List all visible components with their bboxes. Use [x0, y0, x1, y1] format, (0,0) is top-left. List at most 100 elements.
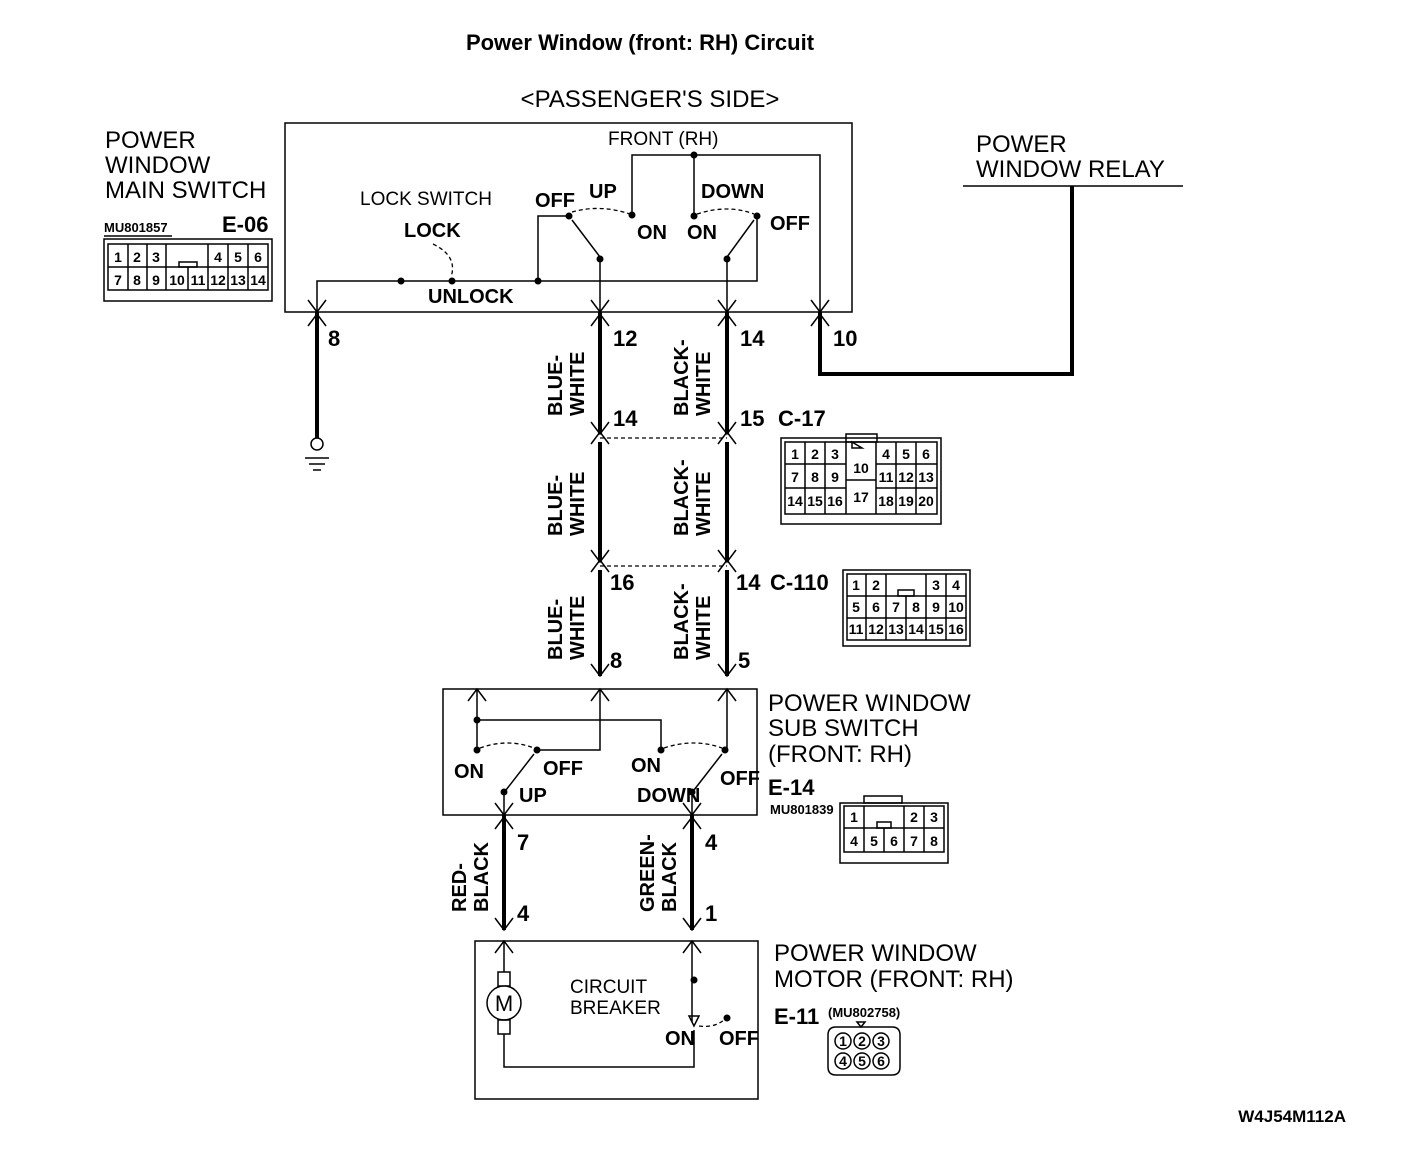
down-switch-blade — [726, 219, 755, 258]
sub-switch-name-3: (FRONT: RH) — [768, 741, 912, 768]
svg-text:6: 6 — [872, 599, 880, 615]
harness-main-to-c17 — [590, 312, 737, 436]
side-label: <PASSENGER'S SIDE> — [521, 86, 780, 113]
svg-text:9: 9 — [152, 272, 160, 288]
ground-terminal-icon — [310, 437, 324, 451]
pin-14-c17: 14 — [613, 406, 638, 431]
pin-1-motor: 1 — [705, 901, 717, 926]
svg-text:3: 3 — [831, 446, 839, 462]
svg-text:8: 8 — [930, 833, 938, 849]
connector-e14: 1 2 3 4 5 6 7 8 — [839, 795, 949, 864]
motor-name-2: MOTOR (FRONT: RH) — [774, 966, 1014, 993]
sub-switch-connector-id: E-14 — [768, 775, 815, 800]
svg-text:10: 10 — [169, 272, 185, 288]
junction-c110 — [590, 558, 737, 573]
svg-text:8: 8 — [133, 272, 141, 288]
svg-text:5: 5 — [852, 599, 860, 615]
svg-text:1: 1 — [791, 446, 799, 462]
svg-text:5: 5 — [902, 446, 910, 462]
svg-text:6: 6 — [877, 1053, 885, 1069]
up-off-label: OFF — [535, 190, 575, 212]
sub-up-on-label: ON — [454, 761, 484, 783]
svg-text:2: 2 — [858, 1033, 866, 1049]
wire-color-blue-white-1a: BLUE- — [545, 355, 567, 416]
diagram-title: Power Window (front: RH) Circuit — [466, 30, 815, 55]
svg-text:15: 15 — [928, 621, 944, 637]
up-label: UP — [589, 181, 617, 203]
pin-8-sub: 8 — [610, 648, 622, 673]
svg-text:5: 5 — [234, 249, 242, 265]
pin-8-main: 8 — [328, 326, 340, 351]
pin-4-sub: 4 — [705, 830, 718, 855]
pin-10-main: 10 — [833, 326, 857, 351]
main-switch-name-2: WINDOW — [105, 152, 211, 179]
motor-name-1: POWER WINDOW — [774, 940, 977, 967]
up-on-label: ON — [637, 222, 667, 244]
lock-label: LOCK — [404, 220, 461, 242]
wire-color-blue-white-1b: WHITE — [567, 352, 589, 416]
svg-text:3: 3 — [932, 577, 940, 593]
relay-name-2: WINDOW RELAY — [976, 156, 1165, 183]
sub-switch-name-2: SUB SWITCH — [768, 715, 919, 742]
svg-text:9: 9 — [932, 599, 940, 615]
breaker-label-1: CIRCUIT — [570, 977, 647, 998]
svg-text:3: 3 — [877, 1033, 885, 1049]
svg-text:11: 11 — [879, 469, 894, 485]
svg-text:8: 8 — [912, 599, 920, 615]
power-window-motor: M CIRCUIT BREAKER ON OFF — [474, 939, 759, 1100]
svg-text:13: 13 — [918, 469, 934, 485]
wire-color-black-white-2b: WHITE — [693, 472, 715, 536]
svg-text:5: 5 — [870, 833, 878, 849]
wire-color-black-white-3b: WHITE — [693, 596, 715, 660]
svg-text:3: 3 — [152, 249, 160, 265]
wire-color-black-white-2a: BLACK- — [671, 459, 693, 536]
svg-text:4: 4 — [214, 249, 222, 265]
harness-c17-to-c110 — [590, 442, 737, 564]
svg-text:19: 19 — [898, 493, 914, 509]
pin-4-motor: 4 — [517, 901, 530, 926]
wire-color-blue-white-2a: BLUE- — [545, 475, 567, 536]
svg-text:1: 1 — [839, 1033, 847, 1049]
down-on-label: ON — [687, 222, 717, 244]
sub-switch: ON OFF UP ON OFF DOWN — [442, 687, 760, 817]
svg-text:8: 8 — [811, 469, 819, 485]
svg-text:5: 5 — [858, 1053, 866, 1069]
sub-switch-part-no: MU801839 — [770, 802, 834, 817]
svg-text:14: 14 — [908, 621, 924, 637]
sub-down-label: DOWN — [637, 785, 700, 807]
wire-color-green-black-b: BLACK — [659, 841, 681, 912]
pin-7-sub: 7 — [517, 830, 529, 855]
svg-text:7: 7 — [114, 272, 122, 288]
lock-switch-actuator — [432, 243, 454, 278]
pin-16-c110: 16 — [610, 570, 634, 595]
harness-sub-to-motor — [494, 815, 702, 932]
svg-text:2: 2 — [910, 809, 918, 825]
wire-color-black-white-3a: BLACK- — [671, 583, 693, 660]
front-rh-label: FRONT (RH) — [608, 129, 718, 150]
connector-e06: 1 2 3 4 5 6 7 8 9 10 11 12 13 14 — [103, 238, 273, 302]
svg-text:6: 6 — [254, 249, 262, 265]
svg-text:14: 14 — [250, 272, 266, 288]
sub-up-label: UP — [519, 785, 547, 807]
svg-text:4: 4 — [850, 833, 858, 849]
motor-connector-id: E-11 — [774, 1004, 819, 1029]
svg-text:2: 2 — [872, 577, 880, 593]
motor-part-no: (MU802758) — [828, 1005, 900, 1020]
svg-text:12: 12 — [868, 621, 884, 637]
connector-e11: 1 2 3 4 5 6 — [827, 1021, 901, 1076]
down-label: DOWN — [701, 181, 764, 203]
svg-text:11: 11 — [849, 621, 864, 637]
main-switch-box — [284, 122, 853, 313]
relay-name-1: POWER — [976, 131, 1067, 158]
sub-down-on-label: ON — [631, 755, 661, 777]
unlock-label: UNLOCK — [428, 286, 514, 308]
svg-text:3: 3 — [930, 809, 938, 825]
svg-text:18: 18 — [878, 493, 894, 509]
svg-text:12: 12 — [898, 469, 914, 485]
main-switch-name-3: MAIN SWITCH — [105, 177, 266, 204]
harness-c110-to-sub — [590, 570, 737, 678]
svg-text:11: 11 — [191, 272, 206, 288]
wire-color-red-black-a: RED- — [449, 863, 471, 912]
svg-text:20: 20 — [918, 493, 934, 509]
svg-text:1: 1 — [114, 249, 122, 265]
